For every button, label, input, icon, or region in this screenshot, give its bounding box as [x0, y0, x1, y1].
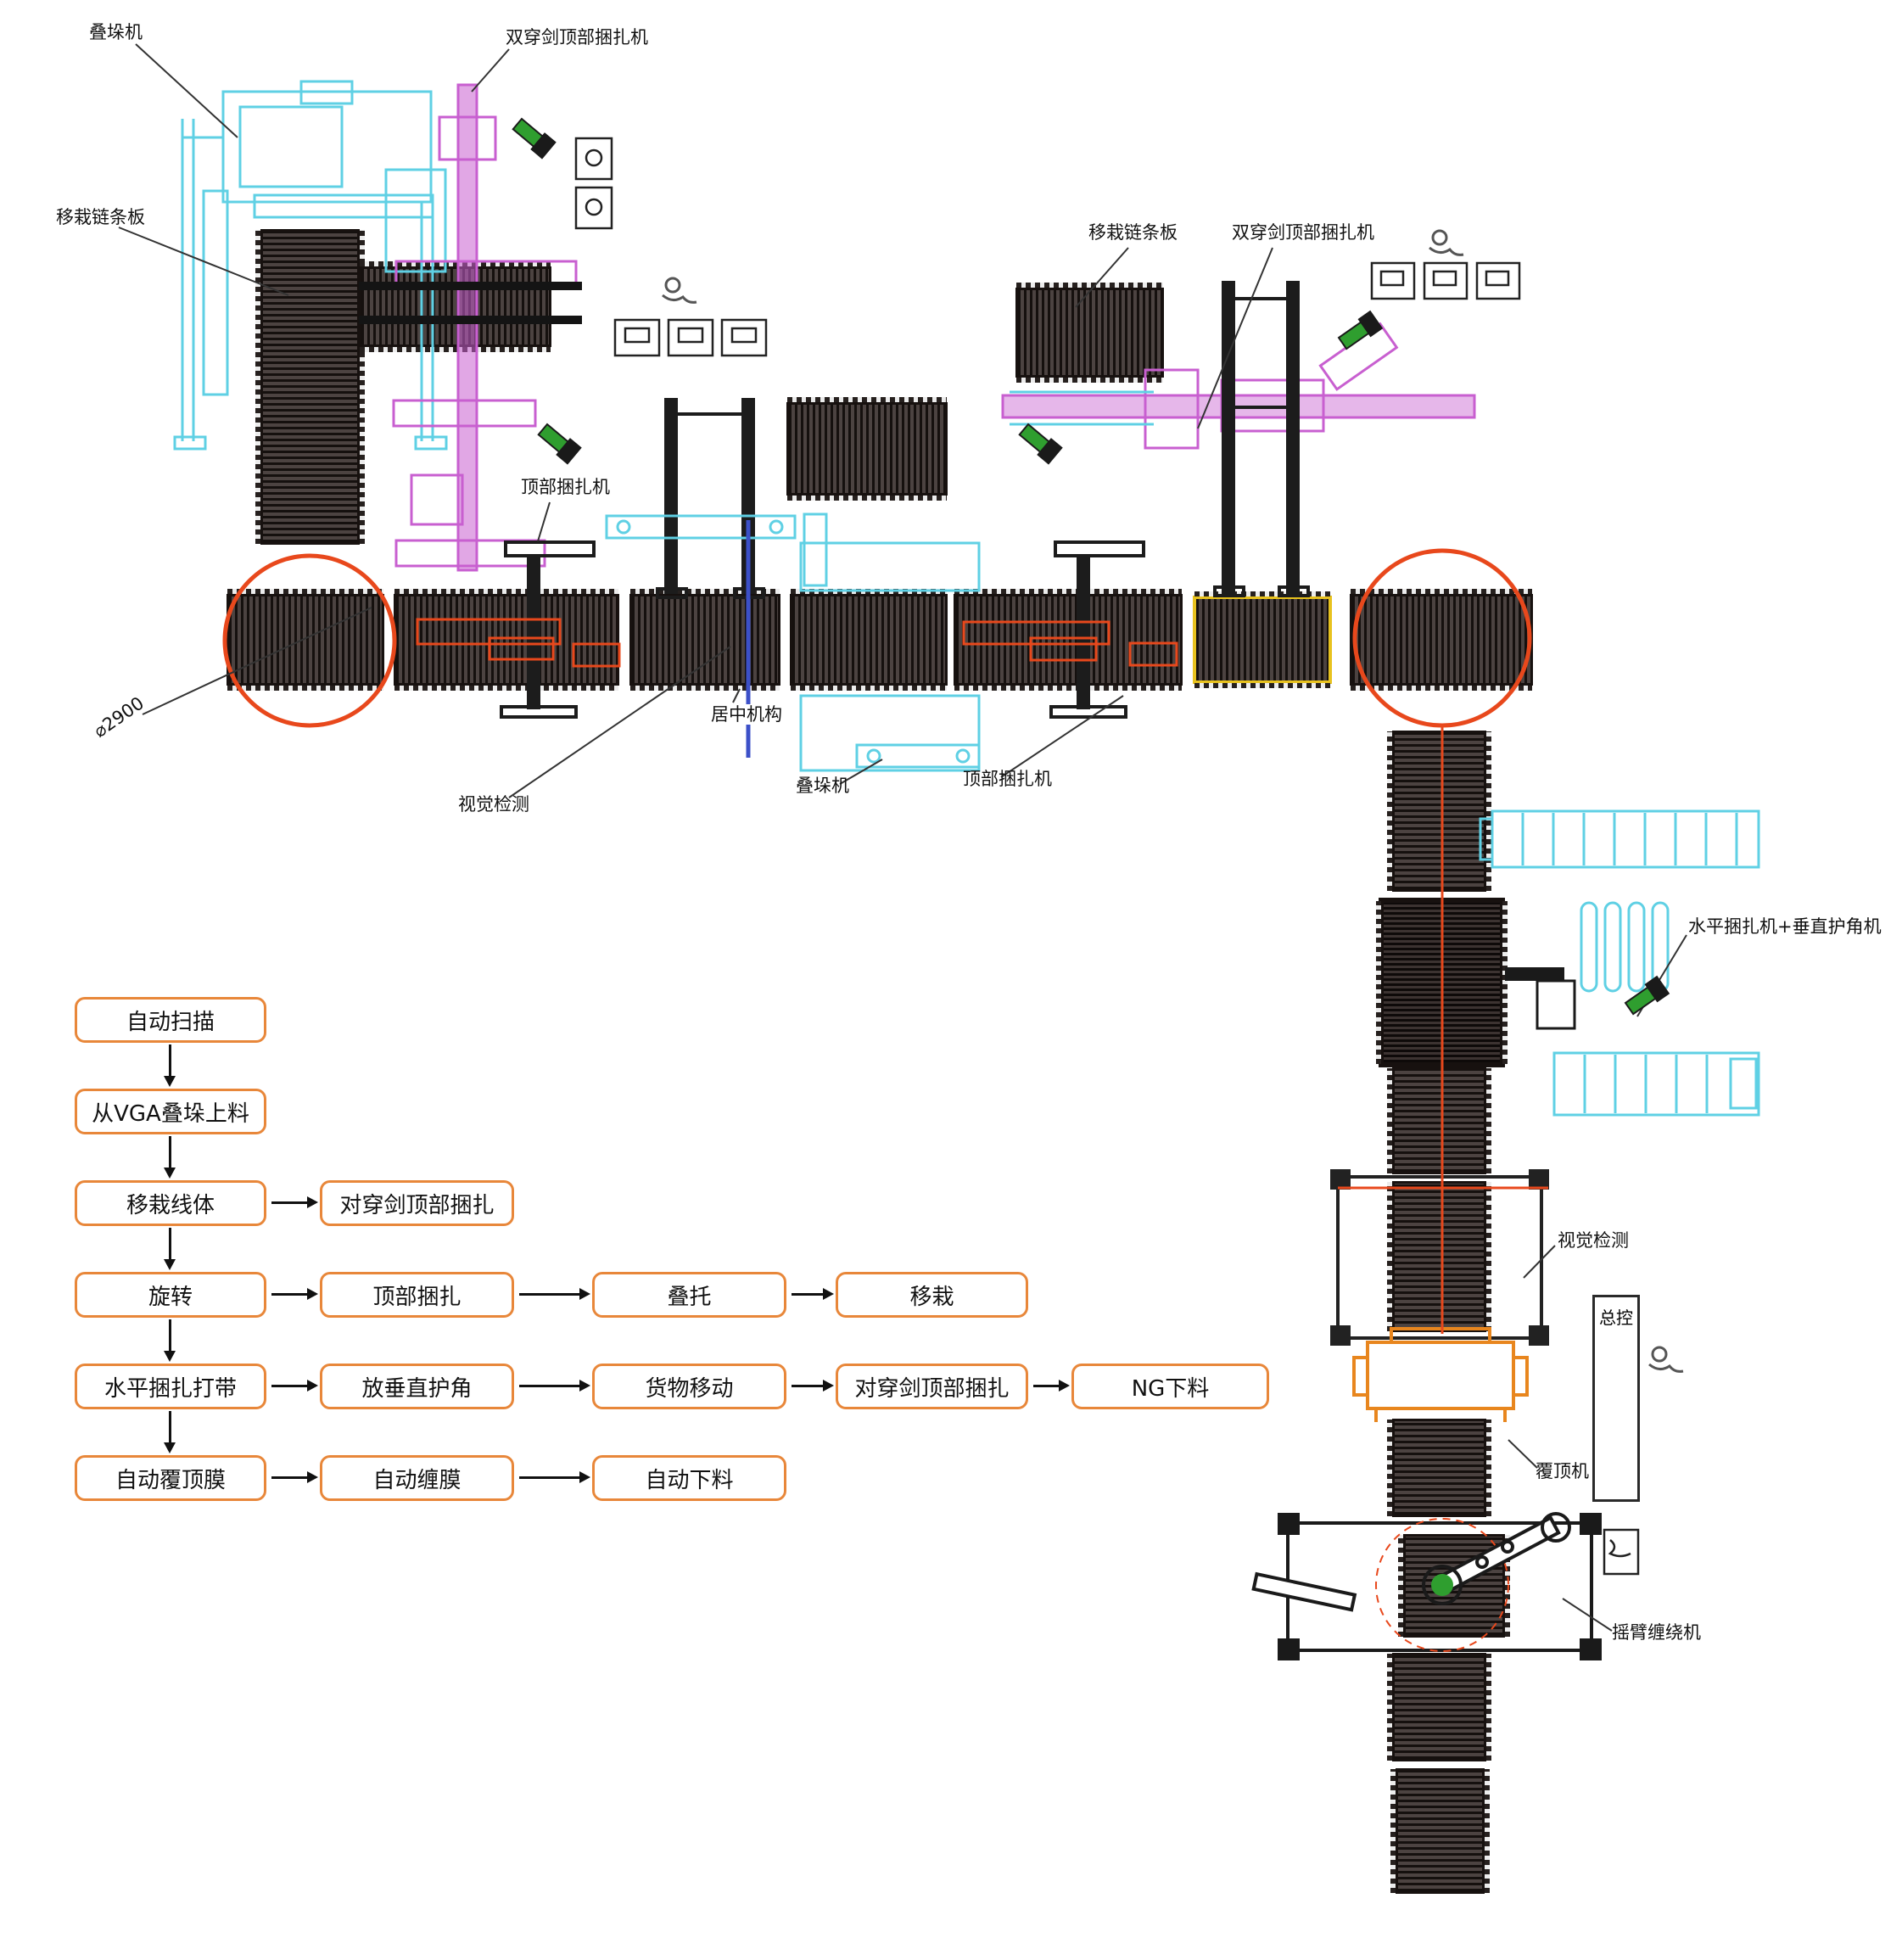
flow-arrow-r6-1: [271, 1471, 318, 1483]
flow-arrow-down-1: [164, 1044, 176, 1087]
flow-node-transfer-line: 移栽线体: [75, 1180, 266, 1226]
label-transfer-chain-left: 移栽链条板: [56, 207, 145, 227]
conveyor-main-seg3: [629, 589, 780, 691]
conveyor-main-seg6-highlight: [1193, 591, 1332, 688]
flow-arrow-r5-2: [519, 1380, 590, 1392]
flow-node-rotate: 旋转: [75, 1272, 266, 1318]
label-rocker-wrapper: 摇臂缠绕机: [1612, 1622, 1701, 1643]
flow-node-top-strap: 顶部捆扎: [320, 1272, 514, 1318]
label-vision-inspect-right: 视觉检测: [1558, 1230, 1629, 1251]
cyan-rails-right-upper: [1010, 390, 1154, 426]
flow-arrow-r5-3: [792, 1380, 834, 1392]
flow-node-cargo-move: 货物移动: [592, 1364, 786, 1409]
label-top-strapper-mid: 顶部捆扎机: [963, 769, 1052, 789]
conveyor-topleft-horizontal: [359, 261, 551, 352]
flow-node-ng-unload: NG下料: [1071, 1364, 1269, 1409]
master-control-cabinet: 总控: [1592, 1295, 1640, 1502]
label-stacker-mid: 叠垛机: [796, 776, 849, 796]
top-cover-machine-body: [1352, 1327, 1529, 1422]
conveyor-vert-seg2: [1387, 1067, 1491, 1174]
flow-node-auto-wrap-film: 自动缠膜: [320, 1455, 514, 1501]
conveyor-main-seg4: [790, 589, 948, 691]
flow-arrow-r5-1: [271, 1380, 318, 1392]
conveyor-right-upper: [1015, 283, 1164, 383]
flow-arrow-down-2: [164, 1136, 176, 1179]
flow-arrow-r3-1: [271, 1196, 318, 1208]
flow-arrow-down-4: [164, 1319, 176, 1362]
flow-node-cross-sword-strap-1: 对穿剑顶部捆扎: [320, 1180, 514, 1226]
conveyor-main-seg5: [954, 589, 1183, 691]
horizontal-strapper-machine-body: [1376, 898, 1508, 1067]
flow-node-auto-scan: 自动扫描: [75, 997, 266, 1043]
conveyor-mid-upper: [786, 397, 948, 501]
conveyor-main-seg1: [227, 589, 384, 691]
strapper-arm-right: [1505, 967, 1576, 1030]
flow-arrow-r4-2: [519, 1288, 590, 1300]
label-stacker-top-left: 叠垛机: [89, 22, 143, 42]
flow-node-vga-stack-load: 从VGA叠垛上料: [75, 1089, 266, 1134]
flow-arrow-r6-2: [519, 1471, 590, 1483]
flow-arrow-r4-1: [271, 1288, 318, 1300]
flow-arrow-down-3: [164, 1228, 176, 1270]
label-horizontal-strapper-corner: 水平捆扎机+垂直护角机: [1688, 916, 1882, 937]
flow-node-horizontal-strap: 水平捆扎打带: [75, 1364, 266, 1409]
flow-node-auto-unload: 自动下料: [592, 1455, 786, 1501]
flow-arrow-r5-4: [1033, 1380, 1070, 1392]
strapper-frame-left: [656, 398, 765, 599]
conveyor-vert-seg6: [1390, 1768, 1490, 1894]
label-top-strapper-upper: 顶部捆扎机: [521, 477, 610, 497]
label-transfer-chain-right: 移栽链条板: [1088, 222, 1178, 243]
conveyor-main-seg7: [1350, 589, 1533, 691]
conveyor-vert-seg3-vision: [1387, 1181, 1491, 1332]
wrapper-turntable-deck: [1398, 1534, 1510, 1638]
camera-icons: [512, 117, 1670, 1016]
flow-node-transfer: 移栽: [836, 1272, 1028, 1318]
conveyor-vert-seg1: [1387, 731, 1491, 892]
flow-node-auto-top-film: 自动覆顶膜: [75, 1455, 266, 1501]
conveyor-vert-seg5: [1387, 1653, 1491, 1761]
label-diameter-note: ⌀2900: [90, 692, 148, 742]
label-double-sword-strapper-top: 双穿剑顶部捆扎机: [506, 27, 648, 48]
label-vision-inspect-left: 视觉检测: [458, 794, 529, 815]
strapper-frame-right: [1213, 281, 1310, 597]
label-master-control: 总控: [1599, 1308, 1633, 1328]
flow-node-vertical-corner: 放垂直护角: [320, 1364, 514, 1409]
label-centering-mechanism: 居中机构: [711, 704, 782, 725]
flow-node-stack-pallet: 叠托: [592, 1272, 786, 1318]
conveyor-main-seg2: [394, 589, 619, 691]
pallet-conveyor-right: [1479, 809, 1760, 1117]
label-double-sword-strapper-right: 双穿剑顶部捆扎机: [1232, 222, 1374, 243]
conveyor-vert-seg4: [1387, 1419, 1491, 1517]
flow-node-cross-sword-strap-2: 对穿剑顶部捆扎: [836, 1364, 1028, 1409]
flow-arrow-down-5: [164, 1411, 176, 1453]
conveyor-topleft-vertical: [255, 229, 365, 545]
flow-arrow-r4-3: [792, 1288, 834, 1300]
label-top-cover-machine: 覆顶机: [1536, 1461, 1589, 1481]
